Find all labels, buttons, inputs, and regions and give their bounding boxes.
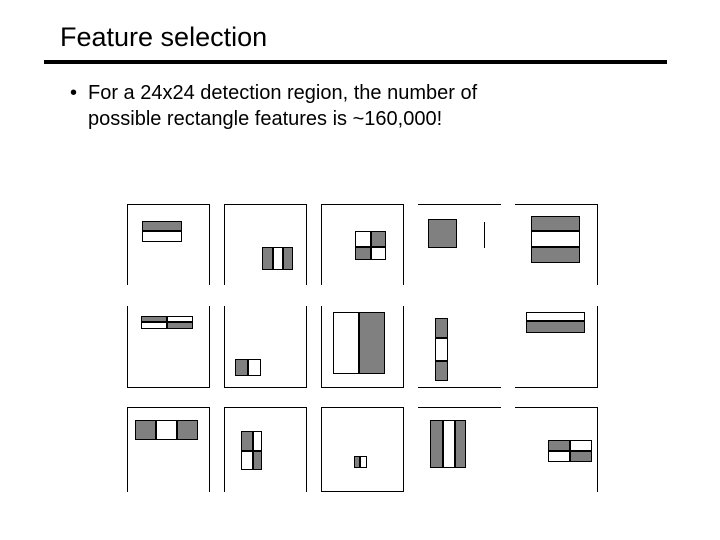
bullet-line-1: For a 24x24 detection region, the number… <box>88 82 478 104</box>
feature-cell <box>127 407 210 492</box>
feature-cell <box>515 204 598 285</box>
gray-rectangle <box>454 419 467 469</box>
feature-cell <box>224 306 307 388</box>
gray-rectangle <box>359 312 386 375</box>
white-rectangle <box>166 315 193 323</box>
gray-rectangle <box>176 419 198 440</box>
gray-rectangle <box>531 247 580 264</box>
bullet-line-2: possible rectangle features is ~160,000! <box>88 108 443 130</box>
white-rectangle <box>333 312 360 375</box>
gray-rectangle <box>241 430 253 451</box>
white-rectangle <box>241 450 253 471</box>
feature-cell <box>321 407 404 492</box>
feature-cell <box>321 204 404 285</box>
feature-cell <box>418 204 501 285</box>
bullet-icon: • <box>70 82 78 104</box>
white-rectangle <box>526 311 585 322</box>
page-title: Feature selection <box>60 22 268 52</box>
gray-rectangle <box>234 359 248 376</box>
white-rectangle <box>442 419 455 469</box>
feature-cell <box>224 204 307 285</box>
white-rectangle <box>140 322 167 329</box>
gray-rectangle <box>531 216 580 232</box>
white-rectangle <box>370 246 386 261</box>
white-rectangle <box>547 450 570 462</box>
feature-grid <box>127 204 598 492</box>
bullet-item: • For a 24x24 detection region, the numb… <box>70 80 477 132</box>
gray-rectangle <box>547 439 570 451</box>
edge-line <box>483 221 485 249</box>
white-rectangle <box>247 359 261 376</box>
gray-rectangle <box>252 450 263 471</box>
white-rectangle <box>531 231 580 248</box>
bullet-text: For a 24x24 detection region, the number… <box>88 80 477 132</box>
gray-rectangle <box>262 247 273 270</box>
gray-rectangle <box>370 230 386 247</box>
feature-cell <box>418 306 501 388</box>
gray-rectangle <box>569 450 593 462</box>
white-rectangle <box>435 337 448 362</box>
white-rectangle <box>141 231 183 242</box>
title-underline <box>44 60 667 64</box>
white-rectangle <box>355 230 371 247</box>
gray-rectangle <box>526 321 585 333</box>
gray-rectangle <box>427 218 457 249</box>
gray-rectangle <box>141 221 183 232</box>
gray-rectangle <box>135 419 157 440</box>
feature-cell <box>515 306 598 388</box>
white-rectangle <box>360 456 367 468</box>
white-rectangle <box>272 247 283 270</box>
gray-rectangle <box>430 419 443 469</box>
feature-cell <box>127 204 210 285</box>
white-rectangle <box>156 419 177 440</box>
feature-cell <box>224 407 307 492</box>
feature-cell <box>515 407 598 492</box>
gray-rectangle <box>282 247 294 270</box>
white-rectangle <box>252 430 263 451</box>
gray-rectangle <box>354 456 361 468</box>
feature-cell <box>127 306 210 388</box>
gray-rectangle <box>140 315 167 323</box>
gray-rectangle <box>435 318 448 338</box>
gray-rectangle <box>166 322 193 329</box>
gray-rectangle <box>355 246 371 261</box>
gray-rectangle <box>435 361 448 381</box>
feature-cell <box>321 306 404 388</box>
feature-cell <box>418 407 501 492</box>
white-rectangle <box>569 439 593 451</box>
